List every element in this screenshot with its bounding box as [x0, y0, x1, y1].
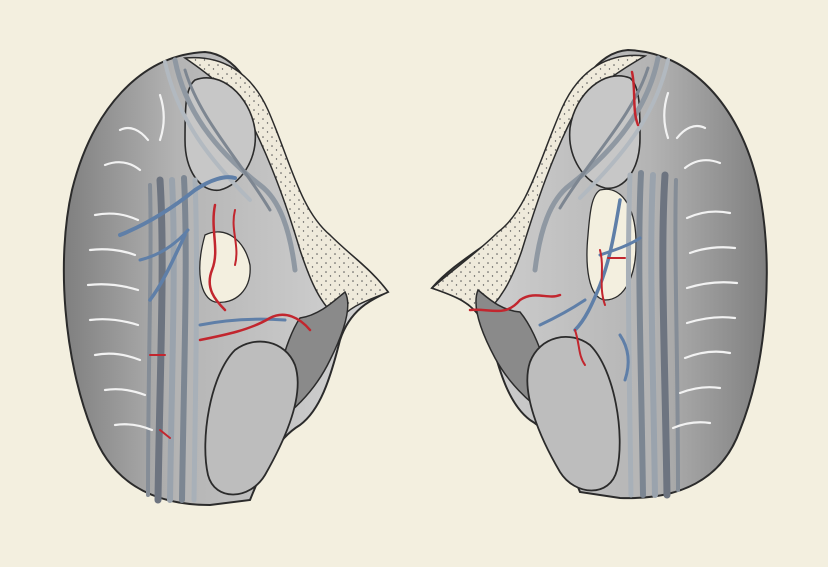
left-veins [118, 175, 287, 327]
left-arteries [149, 203, 312, 439]
left-pale-opening [199, 231, 251, 303]
left-organ-section [62, 50, 390, 507]
right-striations [663, 91, 739, 430]
right-stipple-membrane [430, 54, 648, 320]
right-organ-section [430, 48, 768, 500]
right-arteries [468, 70, 640, 366]
right-veins [538, 198, 642, 382]
left-striations [86, 93, 165, 432]
right-lower-lobe [526, 336, 621, 492]
right-vessel-bundle [532, 55, 680, 499]
left-lower-lobe [204, 340, 299, 496]
right-upper-lobe [568, 75, 641, 189]
left-vessel-bundle [146, 57, 298, 504]
left-stipple-membrane [182, 56, 390, 322]
